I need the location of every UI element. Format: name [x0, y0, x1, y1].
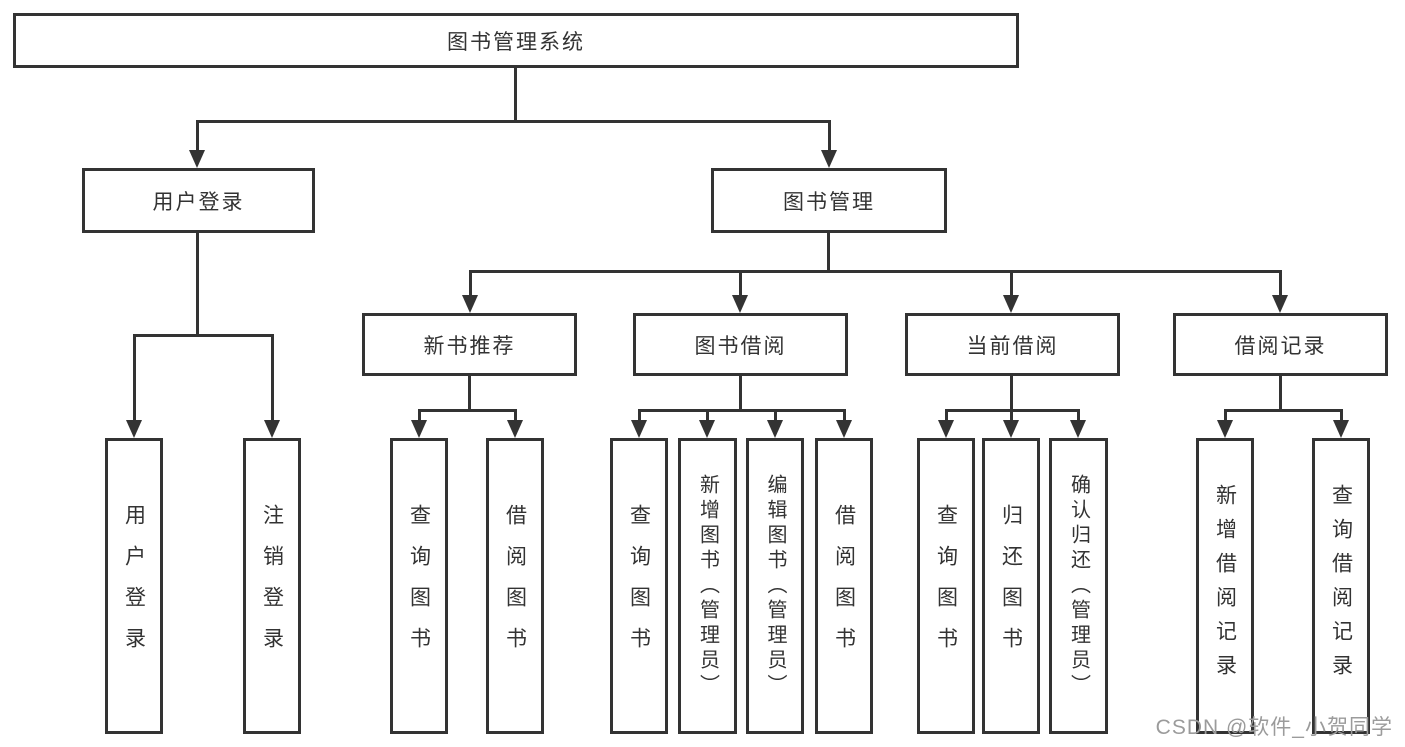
node-current-borrow: 当前借阅: [905, 313, 1120, 376]
leaf-add-books-admin: 新增图书（管理员）: [678, 438, 737, 734]
connector-currentborrow-stub: [1010, 374, 1013, 412]
connector-newbook-stem: [514, 409, 517, 424]
leaf-confirm-return-admin: 确认归还（管理员）: [1049, 438, 1108, 734]
node-label: 查询图书: [407, 504, 431, 668]
arrow-down-icon: [1003, 420, 1019, 438]
leaf-query-books-borrow: 查询图书: [610, 438, 668, 734]
leaf-query-borrow-record: 查询借阅记录: [1312, 438, 1370, 734]
node-user-login: 用户登录: [82, 168, 315, 233]
connector-currentborrow-stem: [945, 409, 948, 424]
arrow-down-icon: [631, 420, 647, 438]
connector-borrowrecords-stub: [1279, 374, 1282, 412]
leaf-query-books-recommend: 查询图书: [390, 438, 448, 734]
connector-bookmgmt-stub: [827, 231, 830, 272]
leaf-borrow-books: 借阅图书: [815, 438, 873, 734]
connector-bookborrow-bar: [638, 409, 846, 412]
connector-root-bar: [196, 120, 831, 123]
leaf-borrow-books-recommend: 借阅图书: [486, 438, 544, 734]
connector-borrowrecords-stem: [1340, 409, 1343, 424]
connector-root-stem-right: [828, 120, 831, 154]
connector-root-stem-left: [196, 120, 199, 154]
node-label: 借阅图书: [503, 504, 527, 668]
connector-newbook-stub: [468, 374, 471, 412]
connector-currentborrow-stem: [1077, 409, 1080, 424]
arrow-down-icon: [264, 420, 280, 438]
arrow-down-icon: [1003, 295, 1019, 313]
node-label: 图书管理系统: [447, 30, 585, 54]
node-label: 注销登录: [260, 504, 284, 668]
node-label: 新增借阅记录: [1213, 484, 1237, 688]
node-label: 归还图书: [999, 504, 1023, 668]
connector-root-stub: [514, 67, 517, 122]
node-library-system: 图书管理系统: [13, 13, 1019, 68]
node-label: 查询借阅记录: [1329, 484, 1353, 688]
arrow-down-icon: [411, 420, 427, 438]
node-label: 查询图书: [627, 504, 651, 668]
connector-borrowrecords-stem: [1224, 409, 1227, 424]
leaf-add-borrow-record: 新增借阅记录: [1196, 438, 1254, 734]
arrow-down-icon: [836, 420, 852, 438]
arrow-down-icon: [938, 420, 954, 438]
arrow-down-icon: [732, 295, 748, 313]
node-label: 新增图书（管理员）: [696, 473, 719, 699]
arrow-down-icon: [821, 150, 837, 168]
connector-newbook-bar: [418, 409, 517, 412]
connector-bookborrow-stem: [843, 409, 846, 424]
arrow-down-icon: [462, 295, 478, 313]
node-label: 图书借阅: [694, 334, 787, 358]
node-book-borrow: 图书借阅: [633, 313, 848, 376]
arrow-down-icon: [507, 420, 523, 438]
leaf-query-books-current: 查询图书: [917, 438, 975, 734]
connector-bookborrow-stem: [706, 409, 709, 424]
arrow-down-icon: [1333, 420, 1349, 438]
node-label: 借阅记录: [1234, 334, 1327, 358]
connector-borrowrecords-bar: [1224, 409, 1343, 412]
node-label: 用户登录: [152, 190, 245, 214]
connector-bookmgmt-stem: [469, 270, 472, 299]
node-book-management: 图书管理: [711, 168, 947, 233]
leaf-return-books: 归还图书: [982, 438, 1040, 734]
connector-bookmgmt-stem: [1279, 270, 1282, 299]
node-label: 编辑图书（管理员）: [764, 473, 786, 699]
connector-bookborrow-stub: [739, 374, 742, 412]
connector-bookborrow-stem: [774, 409, 777, 424]
arrow-down-icon: [189, 150, 205, 168]
node-label: 新书推荐: [423, 334, 516, 358]
node-label: 当前借阅: [966, 334, 1059, 358]
node-label: 借阅图书: [832, 504, 856, 668]
arrow-down-icon: [1217, 420, 1233, 438]
connector-userlogin-stem-right: [271, 334, 274, 424]
arrow-down-icon: [1272, 295, 1288, 313]
arrow-down-icon: [126, 420, 142, 438]
arrow-down-icon: [699, 420, 715, 438]
node-label: 确认归还（管理员）: [1067, 473, 1090, 699]
connector-userlogin-bar: [133, 334, 274, 337]
leaf-edit-books-admin: 编辑图书（管理员）: [746, 438, 804, 734]
connector-userlogin-stem-left: [133, 334, 136, 424]
node-borrow-records: 借阅记录: [1173, 313, 1388, 376]
arrow-down-icon: [1070, 420, 1086, 438]
csdn-watermark: CSDN @软件_小贺同学: [1155, 716, 1393, 739]
connector-bookmgmt-stem: [739, 270, 742, 299]
connector-userlogin-stub: [196, 231, 199, 337]
connector-bookmgmt-bar: [469, 270, 1282, 273]
leaf-logout-login: 注销登录: [243, 438, 301, 734]
node-label: 图书管理: [783, 190, 875, 214]
leaf-user-login: 用户登录: [105, 438, 163, 734]
connector-newbook-stem: [418, 409, 421, 424]
arrow-down-icon: [767, 420, 783, 438]
connector-currentborrow-stem: [1010, 409, 1013, 424]
node-label: 查询图书: [934, 504, 958, 668]
node-label: 用户登录: [122, 504, 146, 668]
connector-bookmgmt-stem: [1010, 270, 1013, 299]
connector-bookborrow-stem: [638, 409, 641, 424]
node-new-book-recommend: 新书推荐: [362, 313, 577, 376]
